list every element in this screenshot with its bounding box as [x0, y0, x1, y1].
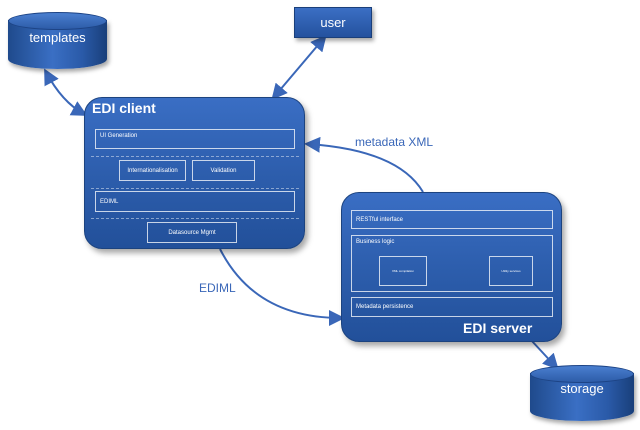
- business-logic-box: Business logic XML compilation Utility s…: [351, 235, 553, 292]
- datasource-mgmt-box: Datasource Mgmt: [147, 222, 237, 243]
- metadata-persistence-label: Metadata persistence: [356, 304, 414, 310]
- arrow-templates-client: [44, 68, 88, 116]
- utility-services-box: Utility services: [489, 256, 533, 286]
- internationalisation-label: Internationalisation: [127, 167, 178, 174]
- edi-server-node: RESTful interface Business logic XML com…: [341, 192, 562, 342]
- templates-node: templates: [8, 12, 107, 69]
- edi-client-node: EDI client UI Generation Internationalis…: [84, 97, 305, 249]
- arrow-ediml: [219, 248, 345, 326]
- restful-interface-label: RESTful interface: [356, 216, 404, 223]
- ui-generation-label: UI Generation: [100, 133, 138, 139]
- datasource-mgmt-label: Datasource Mgmt: [168, 229, 216, 236]
- edi-server-title: EDI server: [463, 320, 533, 336]
- xml-compilation-box: XML compilation: [379, 256, 427, 286]
- arrow-metadata-xml: [304, 136, 424, 193]
- ediml-label: EDIML: [100, 198, 119, 205]
- arrow-server-storage: [530, 339, 559, 370]
- business-logic-label: Business logic: [356, 239, 395, 245]
- internationalisation-box: Internationalisation: [119, 160, 186, 181]
- metadata-persistence-box: Metadata persistence: [351, 297, 553, 317]
- user-label: user: [320, 15, 346, 30]
- ediml-edge-label: EDIML: [199, 281, 236, 295]
- storage-label: storage: [560, 381, 604, 396]
- restful-interface-box: RESTful interface: [351, 210, 553, 229]
- validation-box: Validation: [192, 160, 255, 181]
- ediml-box: EDIML: [95, 191, 295, 212]
- edi-client-title: EDI client: [92, 100, 156, 116]
- ui-generation-box: UI Generation: [95, 129, 295, 149]
- arrow-user-client: [271, 34, 327, 101]
- user-node: user: [294, 7, 372, 38]
- storage-node: storage: [530, 365, 634, 421]
- templates-label: templates: [29, 30, 86, 45]
- metadata-xml-label: metadata XML: [355, 135, 434, 149]
- utility-services-label: Utility services: [501, 269, 521, 273]
- xml-compilation-label: XML compilation: [391, 269, 415, 273]
- validation-label: Validation: [210, 167, 237, 174]
- client-separator: [91, 156, 299, 157]
- client-separator: [91, 218, 299, 219]
- client-separator: [91, 188, 299, 189]
